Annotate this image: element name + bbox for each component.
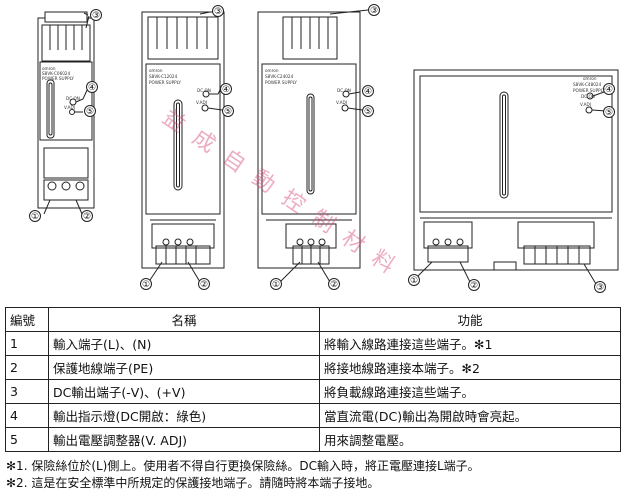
m4-type: POWER SUPPLY xyxy=(573,88,605,93)
module-1-callout-2 xyxy=(81,210,93,222)
row-no: 3 xyxy=(5,379,49,404)
module-1-callout-1 xyxy=(29,210,41,222)
module-4-callout-2 xyxy=(468,279,480,291)
row-function: 當直流電(DC)輸出為開啟時會亮起。 xyxy=(319,403,621,428)
module-3-drawing xyxy=(257,9,369,283)
m4-callout-4-text: ④ xyxy=(605,85,613,95)
row-function: 將負載線路連接這些端子。 xyxy=(319,379,621,404)
m4-dc-on: DC ON xyxy=(581,94,595,99)
module-2-drawing xyxy=(141,11,225,283)
module-2-callout-4 xyxy=(220,83,232,95)
module-4-callout-3 xyxy=(594,281,606,293)
module-2-callout-2 xyxy=(198,278,210,290)
m1-callout-3-text: ③ xyxy=(92,11,100,21)
m4-model: S8VK-C48024 xyxy=(573,82,602,87)
m2-callout-3-text: ③ xyxy=(214,7,222,17)
table-row: 5 輸出電壓調整器(V. ADJ) 用來調整電壓。 xyxy=(5,427,621,452)
module-2-callout-5 xyxy=(222,105,234,117)
module-1-callout-5 xyxy=(84,105,96,117)
row-name: 輸出電壓調整器(V. ADJ) xyxy=(48,427,320,452)
m1-callout-4-text: ④ xyxy=(88,83,96,93)
module-4-drawing xyxy=(413,69,619,285)
m2-callout-4-text: ④ xyxy=(222,85,230,95)
m4-brand: omron xyxy=(583,76,597,81)
m2-v-adj: V.ADJ xyxy=(196,100,207,105)
row-function: 用來調整電壓。 xyxy=(319,427,621,452)
module-3-callout-5 xyxy=(362,105,374,117)
m3-type: POWER SUPPLY xyxy=(265,80,297,85)
m3-callout-3-text: ③ xyxy=(370,6,378,16)
parts-table: 編號 名稱 功能 1 輸入端子(L)、(N) 將輸入線路連接這些端子。✻1 2 … xyxy=(5,307,621,452)
header-no: 編號 xyxy=(5,307,49,332)
row-name: 輸入端子(L)、(N) xyxy=(48,331,320,356)
m2-callout-5-text: ⑤ xyxy=(224,107,232,117)
m2-callout-1-text: ① xyxy=(142,280,150,290)
table-row: 2 保護地線端子(PE) 將接地線路連接本端子。✻2 xyxy=(5,355,621,380)
m3-callout-4-text: ④ xyxy=(364,87,372,97)
m1-model: S8VK-C06024 xyxy=(42,71,71,76)
table-header-row: 編號 名稱 功能 xyxy=(5,307,621,332)
m2-brand: omron xyxy=(149,68,163,73)
module-3-callout-4 xyxy=(362,85,374,97)
row-name: 保護地線端子(PE) xyxy=(48,355,320,380)
m4-callout-1-text: ① xyxy=(410,276,418,286)
module-1-callout-4 xyxy=(86,81,98,93)
power-supply-front-views: ③ ④ ⑤ ① ② ③ ④ ⑤ ① ② ③ ④ ⑤ ① ② ④ ⑤ ① ② ③ … xyxy=(29,4,619,293)
row-function: 將輸入線路連接這些端子。✻1 xyxy=(319,331,621,356)
row-no: 4 xyxy=(5,403,49,428)
module-1-callout-3 xyxy=(90,9,102,21)
table-row: 1 輸入端子(L)、(N) 將輸入線路連接這些端子。✻1 xyxy=(5,331,621,356)
m3-dc-on: DC ON xyxy=(337,88,351,93)
module-2-callout-3 xyxy=(212,5,224,17)
m4-callout-2-text: ② xyxy=(470,281,478,291)
m3-v-adj: V.ADJ xyxy=(336,100,347,105)
m2-type: POWER SUPPLY xyxy=(149,80,181,85)
module-4-callout-1 xyxy=(408,274,420,286)
table-row: 3 DC輸出端子(-V)、(+V) 將負載線路連接這些端子。 xyxy=(5,379,621,404)
m4-callout-5-text: ⑤ xyxy=(605,108,613,118)
row-no: 5 xyxy=(5,427,49,452)
m3-callout-1-text: ① xyxy=(272,280,280,290)
footnote-2: ✻2. 這是在安全標準中所規定的保護接地端子。請隨時將本端子接地。 xyxy=(6,476,380,490)
header-function: 功能 xyxy=(319,307,621,332)
m3-callout-5-text: ⑤ xyxy=(364,107,372,117)
module-3-callout-2 xyxy=(328,278,340,290)
m1-callout-1-text: ① xyxy=(31,212,39,222)
header-name: 名稱 xyxy=(48,307,320,332)
module-3-callout-3 xyxy=(368,4,380,16)
m1-callout-5-text: ⑤ xyxy=(86,107,94,117)
m3-brand: omron xyxy=(265,68,279,73)
row-no: 2 xyxy=(5,355,49,380)
row-no: 1 xyxy=(5,331,49,356)
m3-model: S8VK-C24024 xyxy=(265,74,294,79)
row-name: DC輸出端子(-V)、(+V) xyxy=(48,379,320,404)
m4-v-adj: V.ADJ xyxy=(580,102,591,107)
m3-callout-2-text: ② xyxy=(330,280,338,290)
module-2-callout-1 xyxy=(140,278,152,290)
m1-type: POWER SUPPLY xyxy=(42,76,74,81)
row-name: 輸出指示燈(DC開啟：綠色) xyxy=(48,403,320,428)
m2-model: S8VK-C12024 xyxy=(149,74,178,79)
m1-v-adj: V.ADJ xyxy=(64,105,75,110)
m2-dc-on: DC ON xyxy=(197,88,211,93)
module-3-callout-1 xyxy=(270,278,282,290)
footnotes: ✻1. 保險絲位於(L)側上。使用者不得自行更換保險絲。DC輸入時，將正電壓連接… xyxy=(6,458,480,492)
module-4-callout-5 xyxy=(603,106,615,118)
row-function: 將接地線路連接本端子。✻2 xyxy=(319,355,621,380)
table-row: 4 輸出指示燈(DC開啟：綠色) 當直流電(DC)輸出為開啟時會亮起。 xyxy=(5,403,621,428)
m2-callout-2-text: ② xyxy=(200,280,208,290)
footnote-1: ✻1. 保險絲位於(L)側上。使用者不得自行更換保險絲。DC輸入時，將正電壓連接… xyxy=(6,459,480,473)
module-4-callout-4 xyxy=(603,83,615,95)
m1-brand: omron xyxy=(42,66,56,71)
m1-dc-on: DC ON xyxy=(66,96,80,101)
m1-callout-2-text: ② xyxy=(83,212,91,222)
m4-callout-3-text: ③ xyxy=(596,283,604,293)
